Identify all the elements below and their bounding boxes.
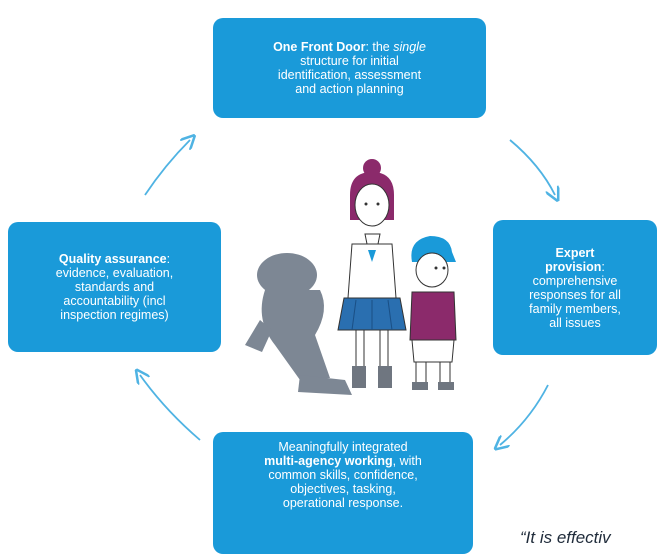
node-top-line1: One Front Door: the single [273, 40, 426, 54]
arrow-bottom-to-left [140, 375, 201, 441]
node-right-bold2: provision [545, 259, 602, 274]
node-right-suffix: : [601, 259, 605, 274]
node-top-bold: One Front Door [273, 40, 366, 54]
node-one-front-door: One Front Door: the single structure for… [213, 18, 486, 118]
arrow-top-to-right [509, 139, 555, 195]
quote-text: “It is effectiv [520, 528, 611, 547]
boy-figure [409, 236, 457, 390]
node-right-line4: family members, [529, 301, 621, 316]
node-bottom-line3: common skills, confidence, [268, 468, 418, 482]
node-left-line3: standards and [74, 280, 155, 294]
node-right-line2: comprehensive [532, 273, 618, 288]
node-expert-provision: Expert provision: comprehensive response… [493, 220, 657, 355]
node-top-rest: : the [365, 40, 394, 54]
node-bottom-line5: operational response. [282, 496, 404, 510]
node-left-bold: Quality assurance [58, 252, 167, 266]
node-bottom-suffix: , with [392, 454, 422, 468]
arrow-right-to-bottom [500, 384, 549, 445]
node-left-line2: evidence, evaluation, [55, 266, 174, 280]
node-top-line3: identification, assessment [277, 68, 422, 82]
node-right-line3: responses for all [529, 287, 621, 302]
node-quality-assurance: Quality assurance: evidence, evaluation,… [8, 222, 221, 352]
node-bottom-line1: Meaningfully integrated [278, 440, 408, 454]
node-top-line4: and action planning [295, 82, 404, 96]
node-top-italic: single [393, 40, 426, 54]
node-bottom-line4: objectives, tasking, [290, 482, 396, 496]
node-right-line1b: provision: [545, 260, 605, 274]
node-right-bold1: Expert [555, 245, 595, 260]
node-bottom-bold: multi-agency working [264, 454, 393, 468]
node-bottom-line2: multi-agency working, with [264, 454, 422, 468]
node-left-line1: Quality assurance: [59, 252, 170, 266]
arrow-left-to-top [144, 140, 190, 196]
node-left-line4: accountability (incl [63, 294, 166, 308]
node-right-line5: all issues [549, 315, 601, 330]
node-top-line2: structure for initial [300, 54, 399, 68]
shadow-figure [245, 253, 352, 395]
node-left-suffix: : [166, 252, 171, 266]
node-left-line5: inspection regimes) [60, 308, 169, 322]
node-multi-agency-working: Meaningfully integrated multi-agency wor… [213, 432, 473, 554]
girl-figure [337, 159, 407, 388]
node-right-line1: Expert [556, 246, 595, 260]
